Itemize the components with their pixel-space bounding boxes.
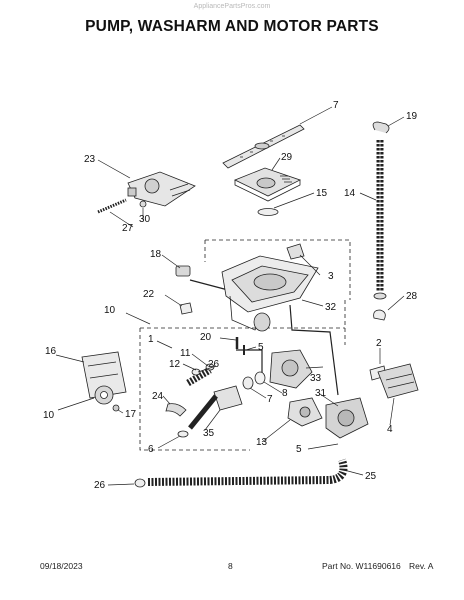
callout-7: 7 bbox=[333, 100, 339, 111]
callout-5b: 5 bbox=[296, 444, 302, 455]
callout-13: 12 bbox=[169, 359, 181, 370]
footer-revision: Rev. A bbox=[409, 561, 434, 571]
callout-10: 10 bbox=[104, 305, 116, 316]
callout-6: 6 bbox=[148, 444, 154, 455]
part-11-drain-pump bbox=[94, 385, 114, 405]
part-30-housing bbox=[234, 167, 302, 202]
callout-12: 11 bbox=[180, 348, 191, 359]
part-20-hose-elbow bbox=[372, 121, 390, 134]
part-3-bracket bbox=[286, 243, 305, 260]
callout-23: 23 bbox=[84, 154, 96, 165]
part-22-cap bbox=[179, 302, 193, 315]
part-28-spring bbox=[97, 198, 127, 214]
callout-1: 1 bbox=[148, 334, 154, 345]
callout-28: 27 bbox=[122, 223, 134, 234]
callout-18: 17 bbox=[125, 409, 137, 420]
callout-21: 20 bbox=[200, 332, 212, 343]
part-16-disc bbox=[257, 208, 279, 216]
part-8-seal bbox=[242, 376, 254, 390]
callout-3: 3 bbox=[328, 271, 334, 282]
watermark: AppliancePartsPros.com bbox=[193, 3, 271, 10]
callout-11: 10 bbox=[43, 410, 55, 421]
part-4-assembly bbox=[377, 363, 419, 399]
footer-part-number: Part No. W11690616 bbox=[322, 561, 401, 571]
callout-35: 35 bbox=[203, 428, 215, 439]
part-19-connector bbox=[175, 265, 191, 277]
part-26-clamp bbox=[134, 478, 146, 488]
part-35-pipe bbox=[188, 385, 243, 430]
part-23-diverter bbox=[127, 171, 196, 207]
callout-26: 26 bbox=[94, 480, 106, 491]
callout-2: 2 bbox=[376, 338, 382, 349]
part-29-clamp bbox=[373, 309, 386, 321]
callout-15: 14 bbox=[344, 188, 356, 199]
callout-32: 31 bbox=[315, 388, 327, 399]
callout-20: 19 bbox=[406, 111, 418, 122]
callout-16: 15 bbox=[316, 188, 328, 199]
callout-33: 32 bbox=[325, 302, 337, 313]
part-17-bracket bbox=[81, 351, 127, 399]
part-24-elbow bbox=[165, 403, 187, 417]
part-18-screw bbox=[112, 404, 120, 412]
callout-34: 33 bbox=[310, 373, 322, 384]
part-13-hose bbox=[186, 366, 212, 387]
part-33-sump bbox=[221, 255, 319, 332]
callout-8: 7 bbox=[267, 394, 273, 405]
part-6-clamp bbox=[177, 430, 189, 438]
part-25-drain-hose bbox=[147, 458, 348, 486]
part-32-motor bbox=[325, 397, 369, 439]
callout-29: 28 bbox=[406, 291, 418, 302]
callout-4: 4 bbox=[387, 424, 393, 435]
callout-9: 8 bbox=[282, 388, 288, 399]
callout-labels: 7 19 29 23 15 14 30 27 18 3 22 28 32 10 … bbox=[43, 100, 418, 491]
callout-14: 13 bbox=[256, 437, 268, 448]
part-31-clip bbox=[139, 200, 147, 208]
callout-30: 29 bbox=[281, 152, 293, 163]
callout-25: 25 bbox=[365, 471, 377, 482]
callout-17: 16 bbox=[45, 346, 57, 357]
callout-31: 30 bbox=[139, 214, 151, 225]
callout-19: 18 bbox=[150, 249, 162, 260]
callout-22: 22 bbox=[143, 289, 155, 300]
part-9-ring bbox=[254, 371, 266, 385]
callout-27: 26 bbox=[208, 359, 220, 370]
part-27-clamp bbox=[191, 368, 201, 376]
callout-5a: 5 bbox=[258, 342, 264, 353]
footer-page-number: 8 bbox=[228, 561, 233, 571]
page-title: PUMP, WASHARM AND MOTOR PARTS bbox=[85, 18, 379, 35]
callout-24: 24 bbox=[152, 391, 164, 402]
part-34-wash-pump bbox=[269, 349, 313, 389]
part-14-motor-mount bbox=[287, 397, 323, 427]
part-7-spray-arm bbox=[222, 124, 305, 169]
footer-date: 09/18/2023 bbox=[40, 561, 83, 571]
